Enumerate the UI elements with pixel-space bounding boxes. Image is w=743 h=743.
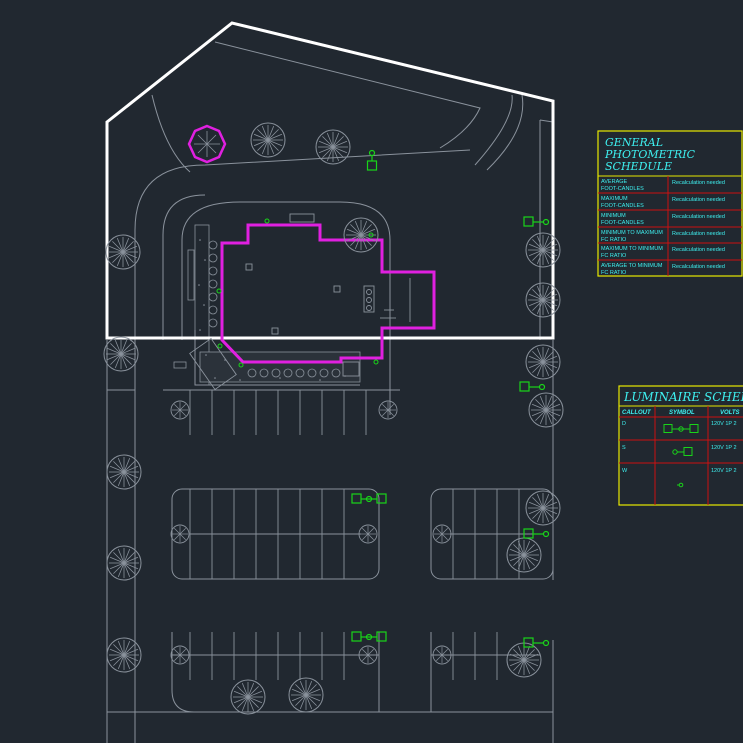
row-value: Recalculation needed — [672, 180, 725, 186]
luminaire-row-d: D 120V 1P 2 — [622, 421, 737, 433]
photometric-row-average-fc: AVERAGE FOOT-CANDLES Recalculation neede… — [601, 179, 725, 192]
building-details — [189, 213, 411, 391]
light-fixtures — [216, 149, 550, 648]
luminaire-title: LUMINAIRE SCHEDU — [623, 390, 743, 404]
photometric-row-min-max-ratio: MINIMUM TO MAXIMUM FC RATIO Recalculatio… — [601, 230, 725, 243]
photometric-title-line-3: SCHEDULE — [605, 160, 672, 173]
luminaire-schedule: LUMINAIRE SCHEDU CALLOUT SYMBOL VOLTS D … — [618, 385, 743, 506]
row-label: FC RATIO — [601, 270, 627, 276]
row-value: Recalculation needed — [672, 247, 725, 253]
callout-cell: S — [622, 445, 626, 451]
site-boundary-outline — [105, 21, 555, 340]
row-value: Recalculation needed — [672, 197, 725, 203]
header-symbol: SYMBOL — [669, 410, 695, 416]
row-label: FOOT-CANDLES — [601, 203, 644, 209]
photometric-row-avg-min-ratio: AVERAGE TO MINIMUM FC RATIO Recalculatio… — [601, 263, 725, 276]
volts-cell: 120V 1P 2 — [711, 468, 737, 474]
row-label: MINIMUM TO MAXIMUM — [601, 230, 663, 236]
volts-cell: 120V 1P 2 — [711, 421, 737, 427]
luminaire-row-w: W 120V 1P 2 — [622, 468, 737, 488]
landscape-hatch — [194, 224, 361, 386]
single-head-pole-icon — [672, 447, 693, 456]
row-label: FC RATIO — [601, 237, 627, 243]
header-volts: VOLTS — [720, 410, 740, 416]
row-value: Recalculation needed — [672, 214, 725, 220]
wall-pack-icon — [677, 482, 684, 488]
photometric-title-line-2: PHOTOMETRIC — [604, 148, 696, 161]
pole-light-fixture — [366, 149, 378, 171]
photometric-title-line-1: GENERAL — [605, 136, 663, 149]
parking-lot-linework — [106, 340, 554, 743]
trees — [103, 122, 564, 715]
row-value: Recalculation needed — [672, 231, 725, 237]
row-label: AVERAGE TO MINIMUM — [601, 263, 663, 269]
row-label: AVERAGE — [601, 179, 628, 185]
photometric-row-minimum-fc: MINIMUM FOOT-CANDLES Recalculation neede… — [601, 213, 725, 226]
row-label: FOOT-CANDLES — [601, 186, 644, 192]
header-callout: CALLOUT — [622, 410, 652, 416]
callout-cell: D — [622, 421, 626, 427]
shrub-row — [173, 240, 341, 378]
row-label: MAXIMUM — [601, 196, 628, 202]
highlighted-tree — [187, 124, 227, 164]
row-label: MAXIMUM TO MINIMUM — [601, 246, 663, 252]
row-label: FC RATIO — [601, 253, 627, 259]
general-photometric-schedule: GENERAL PHOTOMETRIC SCHEDULE AVERAGE FOO… — [597, 130, 743, 277]
row-value: Recalculation needed — [672, 264, 725, 270]
row-label: MINIMUM — [601, 213, 626, 219]
photometric-row-maximum-fc: MAXIMUM FOOT-CANDLES Recalculation neede… — [601, 196, 725, 209]
volts-cell: 120V 1P 2 — [711, 445, 737, 451]
planter-dots — [198, 239, 346, 381]
row-label: FOOT-CANDLES — [601, 220, 644, 226]
building-outline — [220, 223, 436, 364]
luminaire-row-s: S 120V 1P 2 — [622, 445, 737, 456]
callout-cell: W — [622, 468, 628, 474]
photometric-row-max-min-ratio: MAXIMUM TO MINIMUM FC RATIO Recalculatio… — [601, 246, 725, 259]
double-head-pole-icon — [663, 424, 699, 433]
